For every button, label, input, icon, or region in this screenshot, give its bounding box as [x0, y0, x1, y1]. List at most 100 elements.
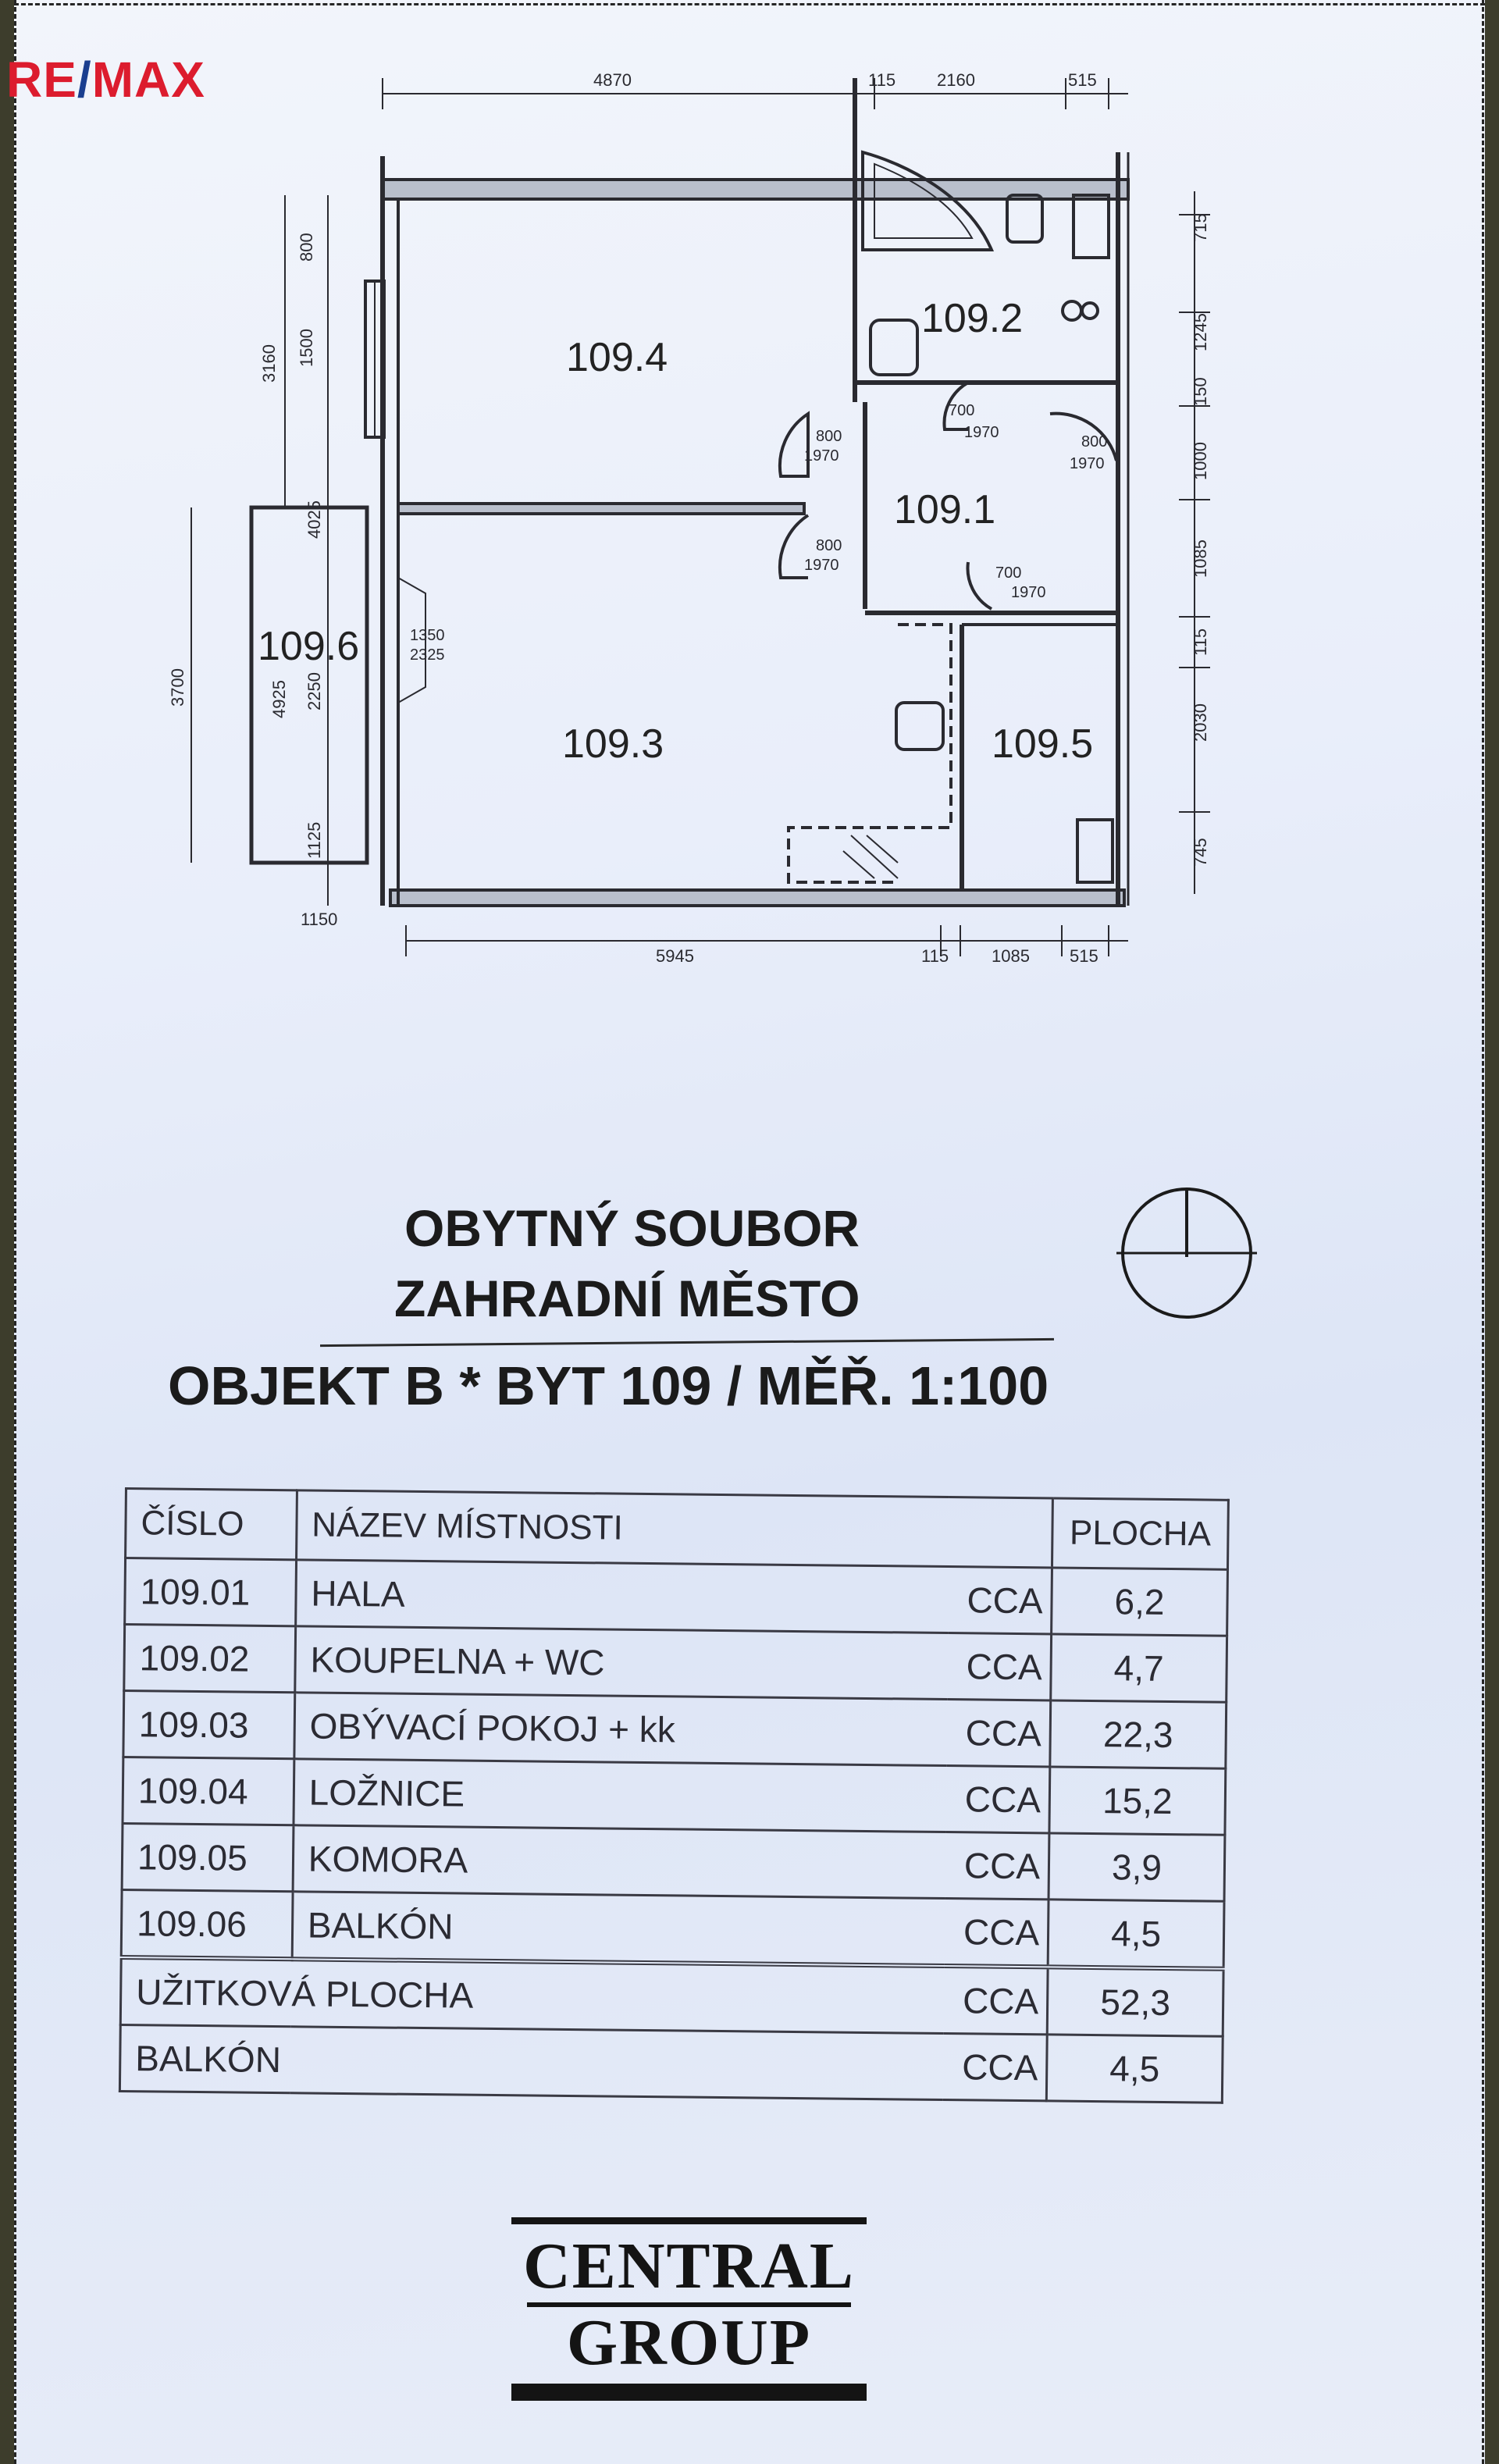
logo-bottom-bar — [511, 2384, 867, 2401]
total-name: UŽITKOVÁ PLOCHA — [120, 1957, 945, 2034]
dim-left-outer-1: 3160 — [259, 344, 279, 383]
row-name: OBÝVACÍ POKOJ + kk — [294, 1692, 948, 1766]
door-label-entry-width: 800 — [1081, 433, 1107, 450]
row-number: 109.06 — [121, 1889, 293, 1960]
heading-location: ZAHRADNÍ MĚSTO — [394, 1269, 860, 1327]
dim-bottom-1: 5945 — [656, 946, 694, 966]
balcony-door-swing — [397, 577, 426, 703]
door-living-icon — [778, 514, 810, 579]
table-total-row: UŽITKOVÁ PLOCHA CCA 52,3 — [120, 1957, 1224, 2037]
north-arrow-icon — [1116, 1187, 1257, 1319]
dimension-lines — [190, 78, 1210, 956]
row-name: KOMORA — [292, 1825, 946, 1899]
door-label-pantry-height: 1970 — [1011, 584, 1046, 601]
toilet-icon — [1061, 300, 1083, 322]
logo-slash: / — [77, 52, 92, 108]
dim-right-3: 150 — [1191, 377, 1210, 406]
room-label-bathroom: 109.2 — [921, 296, 1023, 341]
row-approx: CCA — [948, 1566, 1052, 1634]
dim-right-6: 115 — [1191, 628, 1210, 656]
bathtub-icon — [861, 150, 995, 251]
table-header-row: ČÍSLO NÁZEV MÍSTNOSTI PLOCHA — [125, 1488, 1229, 1570]
balcony-door-width: 1350 — [410, 627, 445, 644]
room-label-balcony: 109.6 — [258, 624, 359, 669]
row-number: 109.02 — [123, 1624, 296, 1693]
dim-left-outer-2: 3700 — [168, 668, 187, 707]
row-area: 3,9 — [1049, 1832, 1225, 1902]
row-approx: CCA — [944, 1898, 1049, 1967]
dim-top-4: 515 — [1068, 70, 1097, 90]
sink-icon — [1006, 194, 1044, 244]
kitchen-counter — [787, 623, 952, 884]
table-row: 109.04 LOŽNICE CCA 15,2 — [122, 1757, 1226, 1836]
dim-top-3: 2160 — [937, 70, 975, 90]
room-label-pantry: 109.5 — [992, 721, 1093, 767]
total-approx: CCA — [943, 2033, 1048, 2101]
row-approx: CCA — [947, 1633, 1052, 1700]
row-number: 109.05 — [122, 1823, 294, 1892]
table-row: 109.05 KOMORA CCA 3,9 — [122, 1823, 1225, 1902]
row-area: 4,5 — [1048, 1899, 1225, 1969]
room-label-hall: 109.1 — [894, 487, 995, 532]
pantry-unit-icon — [1076, 818, 1114, 884]
door-label-bedroom-height: 1970 — [804, 447, 839, 465]
door-label-living-width: 800 — [816, 537, 842, 554]
row-area: 4,7 — [1050, 1633, 1227, 1703]
boiler-icon — [1081, 301, 1099, 320]
door-bedroom-icon — [778, 411, 810, 478]
dim-right-5: 1085 — [1191, 539, 1210, 578]
row-area: 6,2 — [1051, 1567, 1228, 1636]
total-area: 52,3 — [1047, 1967, 1224, 2037]
balcony-door-height: 2325 — [410, 646, 445, 664]
dim-right-8: 745 — [1191, 838, 1210, 867]
row-number: 109.04 — [122, 1757, 294, 1825]
logo-top-bar — [511, 2217, 867, 2224]
table-row: 109.03 OBÝVACÍ POKOJ + kk CCA 22,3 — [123, 1690, 1227, 1769]
table-row: 109.01 HALA CCA 6,2 — [124, 1558, 1228, 1636]
room-area-table: ČÍSLO NÁZEV MÍSTNOSTI PLOCHA 109.01 HALA… — [119, 1487, 1230, 2104]
header-number: ČÍSLO — [125, 1488, 297, 1560]
dim-right-7: 2030 — [1191, 703, 1210, 742]
dim-bottom-3: 1085 — [992, 946, 1030, 966]
table-row: 109.02 KOUPELNA + WC CCA 4,7 — [123, 1624, 1227, 1703]
dim-right-2: 1245 — [1191, 313, 1210, 351]
total-name: BALKÓN — [119, 2024, 944, 2100]
door-label-bath-width: 700 — [949, 402, 974, 419]
door-label-entry-height: 1970 — [1070, 455, 1105, 472]
dim-left-inner-3: 4025 — [304, 500, 324, 539]
door-entry-icon — [1049, 411, 1118, 461]
door-label-bath-height: 1970 — [964, 424, 999, 441]
logo-max: MAX — [91, 52, 205, 108]
west-window — [364, 280, 386, 439]
logo-group: GROUP — [566, 2306, 812, 2379]
row-name: HALA — [295, 1559, 949, 1633]
room-label-living: 109.3 — [562, 721, 664, 767]
south-wall — [389, 888, 1126, 907]
row-number: 109.03 — [123, 1690, 295, 1759]
floor-plan-sheet — [14, 0, 1485, 2464]
header-area: PLOCHA — [1052, 1497, 1229, 1570]
dim-bottom-2: 115 — [921, 946, 949, 966]
shower-icon — [1072, 194, 1110, 259]
dim-bottom-4: 515 — [1070, 946, 1098, 966]
dim-left-inner-5: 2250 — [304, 672, 324, 710]
row-approx: CCA — [945, 1765, 1050, 1833]
door-label-bedroom-width: 800 — [816, 428, 842, 445]
remax-logo: RE/MAX — [6, 55, 205, 105]
dim-left-inner-4: 4925 — [269, 680, 289, 718]
dim-left-inner-6: 1125 — [304, 822, 324, 859]
row-name: KOUPELNA + WC — [294, 1625, 949, 1700]
dim-left-inner-1: 800 — [297, 233, 316, 262]
door-label-living-height: 1970 — [804, 557, 839, 574]
row-area: 22,3 — [1049, 1700, 1227, 1769]
central-group-logo: CENTRAL GROUP — [511, 2217, 867, 2401]
dim-right-4: 1000 — [1191, 442, 1210, 480]
top-dashed-border — [14, 3, 1485, 5]
logo-middle-bar — [527, 2302, 851, 2307]
bedroom-partition — [397, 502, 806, 515]
table-row: 109.06 BALKÓN CCA 4,5 — [121, 1889, 1225, 1969]
right-dashed-border — [1482, 0, 1484, 2464]
dim-left-inner-2: 1500 — [297, 329, 316, 367]
logo-re: RE — [6, 52, 77, 108]
stove-icon — [895, 701, 945, 751]
